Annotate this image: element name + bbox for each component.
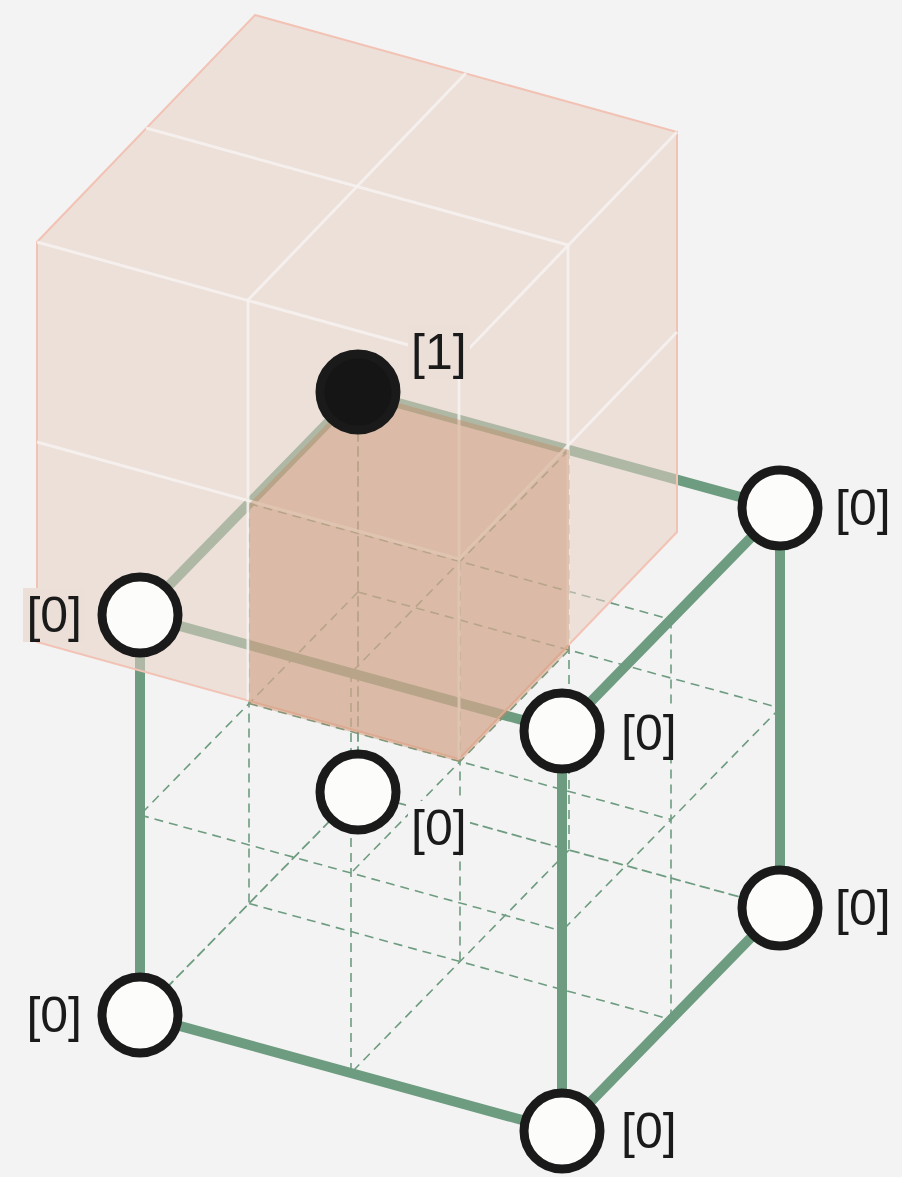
vertex-circle	[102, 977, 178, 1053]
vertex-circle	[518, 687, 606, 775]
vertex-circle	[736, 464, 824, 552]
vertex-node: [1]	[314, 348, 402, 436]
vertex-value: [0]	[832, 481, 894, 535]
vertex-circle	[102, 577, 178, 653]
grid-line	[670, 620, 672, 1020]
vertex-circle	[736, 864, 824, 952]
vertex-value: [0]	[23, 588, 85, 642]
vertex-value: [1]	[408, 325, 470, 379]
cube-edge	[168, 821, 330, 987]
cube-line	[146, 128, 568, 245]
vertex-node: [0]	[518, 687, 606, 775]
vertex-circle	[518, 1087, 606, 1175]
vertex-circle	[314, 748, 402, 836]
cube-edge	[775, 548, 785, 868]
vertex-node: [0]	[736, 464, 824, 552]
vertex-node: [0]	[314, 748, 402, 836]
vertex-circle	[524, 1093, 600, 1169]
vertex-circle	[96, 571, 184, 659]
vertex-node: [0]	[518, 1087, 606, 1175]
vertex-value: [0]	[23, 988, 85, 1042]
vertex-circle	[742, 470, 818, 546]
vertex-node: [0]	[736, 864, 824, 952]
vertex-circle	[320, 754, 396, 830]
small-cube	[249, 392, 569, 762]
vertex-node: [0]	[96, 571, 184, 659]
vertex-value: [0]	[832, 881, 894, 935]
cube-edge	[590, 937, 752, 1103]
cube-edge	[557, 771, 567, 1091]
vertex-circle	[320, 354, 396, 430]
grid-line	[351, 850, 569, 1073]
cube-edge	[179, 1026, 524, 1121]
vertex-value: [0]	[618, 1104, 680, 1158]
vertex-circle	[524, 693, 600, 769]
vertex-circle	[314, 348, 402, 436]
vertex-circle	[742, 870, 818, 946]
vertex-node: [0]	[96, 971, 184, 1059]
vertex-circle	[96, 971, 184, 1059]
vertex-value: [0]	[618, 706, 680, 760]
cube-edge	[135, 655, 145, 975]
vertex-value: [0]	[408, 801, 470, 855]
